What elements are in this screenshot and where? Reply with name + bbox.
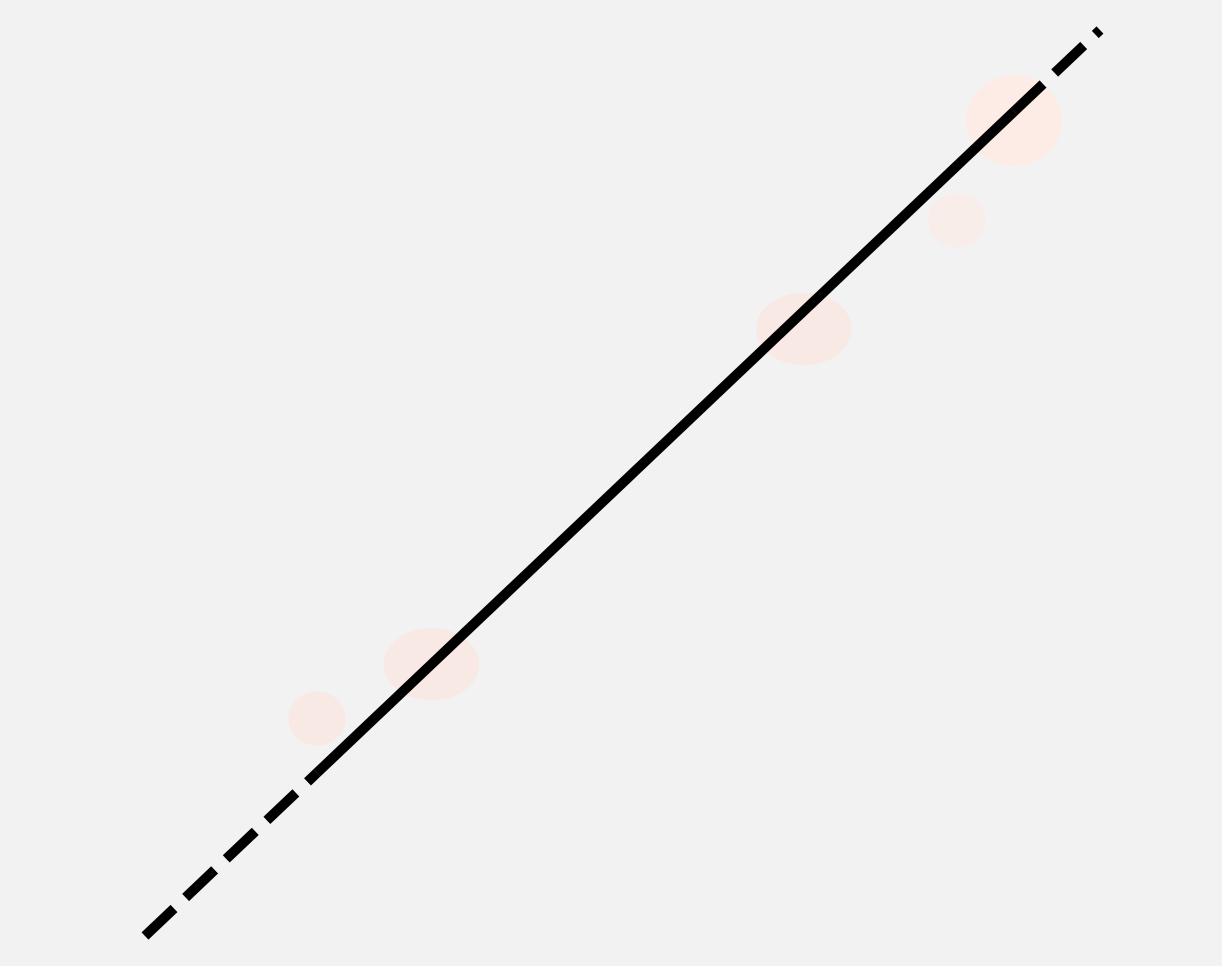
highlight-blob-2	[756, 292, 852, 366]
highlight-blob-4	[288, 691, 346, 746]
trend-line-segment-0	[141, 769, 321, 940]
highlight-blob-0	[966, 75, 1062, 166]
trend-line-segment-1	[313, 107, 1018, 777]
highlight-blob-1	[928, 193, 986, 248]
trend-line-segment-2	[1010, 26, 1104, 116]
